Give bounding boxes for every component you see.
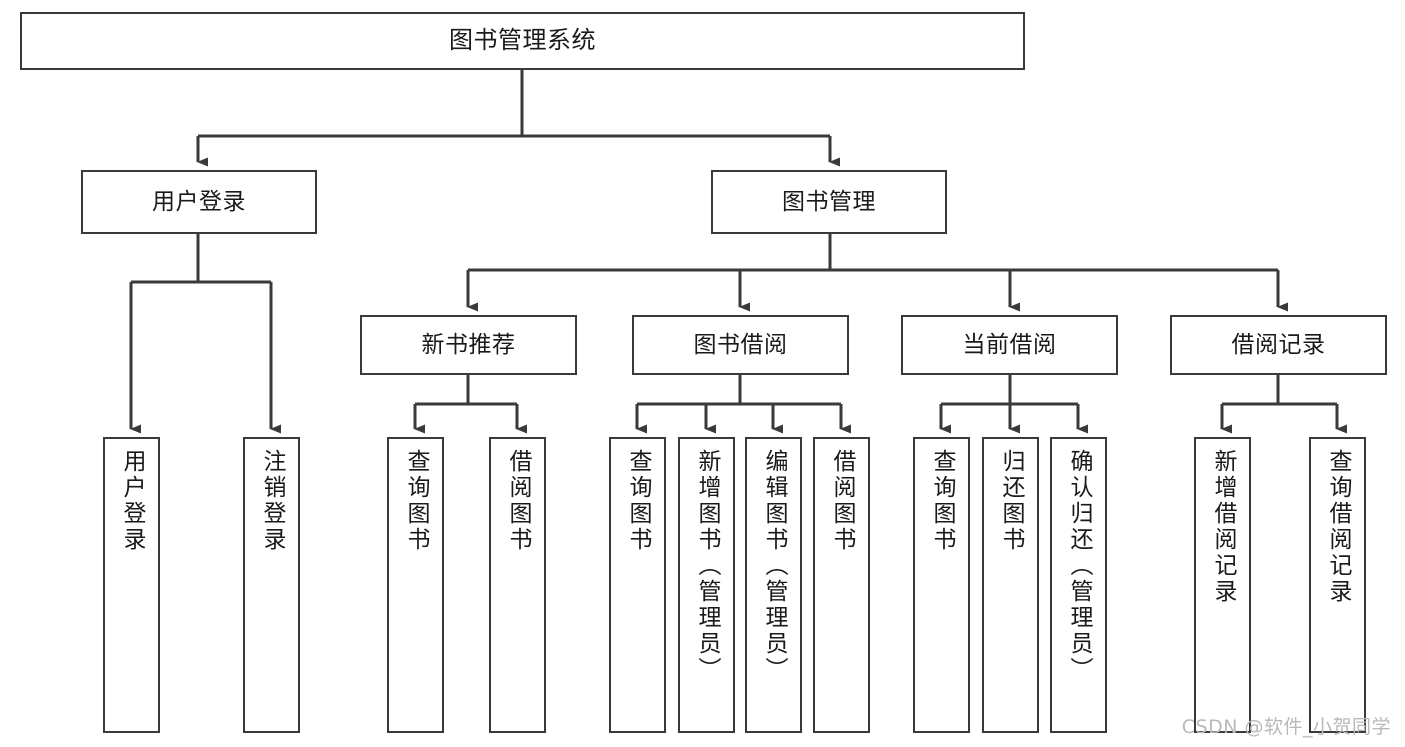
node-leaf-query-record[interactable]: 查询借阅记录: [1309, 437, 1366, 733]
node-label: 归还图书: [998, 449, 1024, 553]
node-label: 注销登录: [259, 449, 285, 553]
node-label: 当前借阅: [962, 331, 1057, 358]
node-label: 查询借阅记录: [1325, 449, 1351, 605]
node-label: 图书管理: [782, 188, 876, 215]
node-leaf-return-book[interactable]: 归还图书: [982, 437, 1039, 733]
node-leaf-borrow-book-1[interactable]: 借阅图书: [489, 437, 546, 733]
node-label: 借阅图书: [829, 449, 855, 553]
node-leaf-add-book[interactable]: 新增图书（管理员）: [678, 437, 735, 733]
node-label: 用户登录: [152, 188, 246, 215]
watermark-text: CSDN @软件_小贺同学: [1181, 716, 1391, 738]
node-label: 查询图书: [625, 449, 651, 553]
node-user-login[interactable]: 用户登录: [81, 170, 317, 234]
node-label: 新书推荐: [421, 331, 516, 358]
node-label: 确认归还（管理员）: [1066, 449, 1092, 683]
node-label: 借阅记录: [1231, 331, 1326, 358]
node-leaf-logout-login[interactable]: 注销登录: [243, 437, 300, 733]
node-label: 编辑图书（管理员）: [761, 449, 787, 683]
node-label: 图书管理系统: [449, 26, 596, 55]
node-root-book-management-system[interactable]: 图书管理系统: [20, 12, 1025, 70]
node-label: 借阅图书: [505, 449, 531, 553]
node-new-book-recommend[interactable]: 新书推荐: [360, 315, 577, 375]
node-label: 查询图书: [929, 449, 955, 553]
node-label: 查询图书: [403, 449, 429, 553]
node-leaf-query-book-3[interactable]: 查询图书: [913, 437, 970, 733]
node-leaf-borrow-book-2[interactable]: 借阅图书: [813, 437, 870, 733]
node-label: 图书借阅: [693, 331, 788, 358]
node-book-management[interactable]: 图书管理: [711, 170, 947, 234]
node-leaf-query-book-1[interactable]: 查询图书: [387, 437, 444, 733]
node-book-borrow[interactable]: 图书借阅: [632, 315, 849, 375]
node-borrow-record[interactable]: 借阅记录: [1170, 315, 1387, 375]
node-current-borrow[interactable]: 当前借阅: [901, 315, 1118, 375]
node-leaf-user-login[interactable]: 用户登录: [103, 437, 160, 733]
node-leaf-confirm-return[interactable]: 确认归还（管理员）: [1050, 437, 1107, 733]
node-leaf-query-book-2[interactable]: 查询图书: [609, 437, 666, 733]
node-label: 新增借阅记录: [1210, 449, 1236, 605]
node-leaf-add-record[interactable]: 新增借阅记录: [1194, 437, 1251, 733]
node-label: 用户登录: [119, 449, 145, 553]
node-label: 新增图书（管理员）: [694, 449, 720, 683]
node-leaf-edit-book[interactable]: 编辑图书（管理员）: [745, 437, 802, 733]
